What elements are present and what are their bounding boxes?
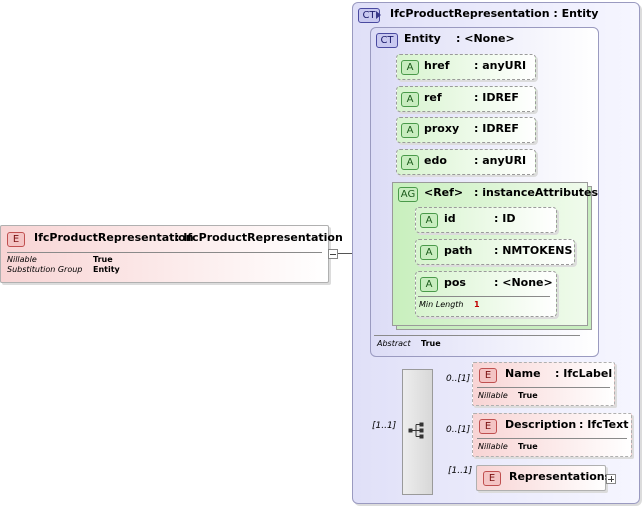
prop-label: Substitution Group bbox=[7, 265, 83, 274]
attribute-name: href bbox=[424, 59, 450, 72]
complex-type-title: IfcProductRepresentation : Entity bbox=[390, 7, 599, 20]
attribute-badge: A bbox=[420, 277, 438, 292]
attribute-separator bbox=[418, 296, 550, 297]
attribute-group-type: : instanceAttributes bbox=[474, 186, 599, 199]
attribute-href[interactable]: A href : anyURI bbox=[396, 54, 536, 80]
attribute-type: : <None> bbox=[494, 276, 553, 289]
attribute-group-name: <Ref> bbox=[424, 186, 464, 199]
attribute-type: : ID bbox=[494, 212, 516, 225]
attribute-name: pos bbox=[444, 276, 466, 289]
attribute-type: : IDREF bbox=[474, 91, 519, 104]
entity-type: : <None> bbox=[456, 32, 515, 45]
attribute-type: : anyURI bbox=[474, 154, 527, 167]
sequence-multiplicity: [1..1] bbox=[372, 421, 397, 431]
prop-label: Nillable bbox=[7, 255, 37, 264]
attribute-badge: A bbox=[401, 155, 419, 170]
attribute-badge: A bbox=[401, 123, 419, 138]
sequence-icon bbox=[408, 422, 424, 439]
element-badge: E bbox=[479, 368, 497, 383]
root-element-name: IfcProductRepresentation bbox=[34, 231, 194, 244]
attribute-name: id bbox=[444, 212, 456, 225]
prop-label: Nillable bbox=[478, 442, 508, 451]
entity-name: Entity bbox=[404, 32, 441, 45]
element-separator bbox=[477, 387, 610, 388]
plus-icon[interactable] bbox=[606, 474, 616, 484]
attribute-type: : IDREF bbox=[474, 122, 519, 135]
entity-separator bbox=[374, 335, 580, 336]
attribute-name: path bbox=[444, 244, 473, 257]
attribute-pos[interactable]: A pos : <None> Min Length 1 bbox=[415, 271, 557, 317]
attribute-path[interactable]: A path : NMTOKENS bbox=[415, 239, 575, 265]
attribute-proxy[interactable]: A proxy : IDREF bbox=[396, 117, 536, 143]
element-type: : IfcLabel bbox=[555, 367, 613, 380]
element-representations[interactable]: E Representations bbox=[476, 465, 611, 491]
element-multiplicity: 0..[1] bbox=[446, 425, 471, 435]
prop-label: Nillable bbox=[478, 391, 508, 400]
abstract-label: Abstract bbox=[377, 339, 411, 348]
prop-value: 1 bbox=[474, 300, 480, 309]
element-badge: E bbox=[7, 232, 25, 247]
element-name-label: Name bbox=[505, 367, 541, 380]
entity-badge: CT bbox=[376, 33, 398, 48]
element-name-label: Representations bbox=[509, 470, 612, 483]
element-badge: E bbox=[483, 471, 501, 486]
minus-icon[interactable] bbox=[328, 249, 338, 259]
element-name[interactable]: E Name : IfcLabel Nillable True bbox=[472, 362, 615, 406]
attribute-name: proxy bbox=[424, 122, 460, 135]
attribute-type: : anyURI bbox=[474, 59, 527, 72]
prop-value: True bbox=[518, 442, 538, 451]
element-type: : IfcText bbox=[579, 418, 629, 431]
prop-value: Entity bbox=[93, 265, 120, 274]
root-element-type: : IfcProductRepresentation bbox=[175, 231, 343, 244]
attribute-name: ref bbox=[424, 91, 442, 104]
attribute-id[interactable]: A id : ID bbox=[415, 207, 557, 233]
root-element-separator bbox=[7, 252, 322, 253]
abstract-value: True bbox=[421, 339, 441, 348]
element-separator bbox=[477, 438, 627, 439]
attribute-name: edo bbox=[424, 154, 447, 167]
attribute-badge: A bbox=[420, 213, 438, 228]
ct-arrow-icon bbox=[376, 11, 381, 19]
attribute-badge: A bbox=[401, 60, 419, 75]
sequence-compositor[interactable] bbox=[402, 369, 433, 495]
attribute-type: : NMTOKENS bbox=[494, 244, 573, 257]
prop-value: True bbox=[518, 391, 538, 400]
element-name-label: Description bbox=[505, 418, 577, 431]
element-description[interactable]: E Description : IfcText Nillable True bbox=[472, 413, 632, 457]
element-badge: E bbox=[479, 419, 497, 434]
element-multiplicity: [1..1] bbox=[448, 466, 473, 476]
attribute-badge: A bbox=[401, 92, 419, 107]
element-multiplicity: 0..[1] bbox=[446, 374, 471, 384]
attribute-edo[interactable]: A edo : anyURI bbox=[396, 149, 536, 175]
prop-label: Min Length bbox=[419, 300, 464, 309]
attribute-ref[interactable]: A ref : IDREF bbox=[396, 86, 536, 112]
prop-value: True bbox=[93, 255, 113, 264]
root-element-box[interactable]: E IfcProductRepresentation : IfcProductR… bbox=[0, 225, 343, 283]
attribute-badge: A bbox=[420, 245, 438, 260]
attribute-group-badge: AG bbox=[398, 187, 418, 202]
